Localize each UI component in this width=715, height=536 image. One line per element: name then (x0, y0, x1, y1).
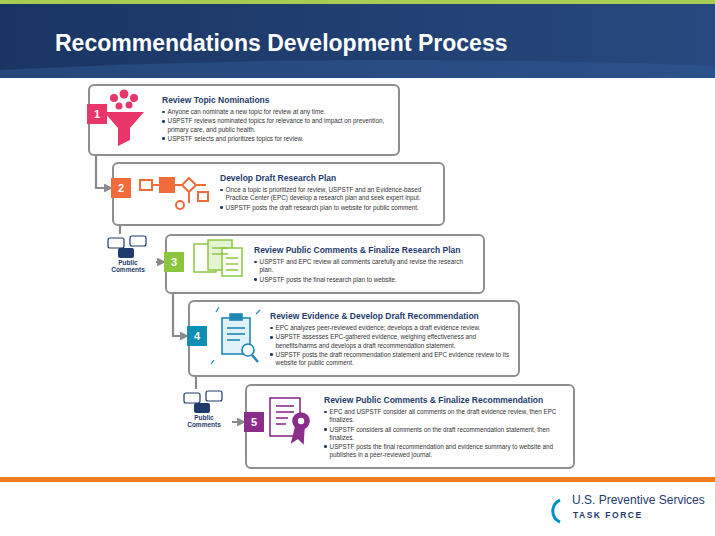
bullet-row: USPSTF and EPC review all comments caref… (254, 258, 475, 274)
bullet-text: USPSTF posts the final recommendation an… (330, 443, 565, 459)
bullet-text: USPSTF selects and prioritizes topics fo… (168, 135, 304, 143)
step-heading: Review Public Comments & Finalize Resear… (254, 245, 475, 255)
certificate-icon (270, 398, 309, 443)
bullet-dot (220, 189, 223, 192)
bullet-row: USPSTF considers all comments on the dra… (324, 426, 565, 442)
header-stripe (0, 0, 715, 4)
flow-connector (96, 156, 112, 188)
step-heading: Review Evidence & Develop Draft Recommen… (270, 311, 510, 321)
step-number: 5 (251, 417, 257, 428)
bullet-row: Anyone can nominate a new topic for revi… (162, 108, 390, 116)
documents-icon (194, 240, 242, 276)
evidence-icon (211, 307, 260, 364)
bullet-row: EPC and USPSTF consider all comments on … (324, 408, 565, 424)
bullet-text: USPSTF posts the draft recommendation st… (276, 351, 510, 367)
bullet-row: USPSTF posts the draft recommendation st… (270, 351, 510, 367)
bullet-text: USPSTF considers all comments on the dra… (330, 426, 565, 442)
header-bar (0, 0, 715, 78)
bullet-row: USPSTF posts the draft research plan to … (220, 204, 435, 212)
step-number-badge: 5 (244, 412, 264, 432)
bullet-text: Once a topic is prioritized for review, … (226, 186, 435, 202)
process-step-box: Review Public Comments & Finalize Recomm… (245, 384, 575, 469)
step-number-badge: 2 (111, 178, 131, 198)
funnel-icon (104, 90, 144, 147)
process-step-box: Review Public Comments & Finalize Resear… (165, 234, 485, 294)
bullet-row: USPSTF assesses EPC-gathered evidence, w… (270, 333, 510, 349)
bullet-row: USPSTF posts the final research plan to … (254, 276, 475, 284)
comment-bubbles-icon (104, 234, 152, 260)
step-number: 3 (171, 257, 177, 268)
bullet-dot (162, 111, 165, 114)
header-arc (0, 60, 715, 78)
process-step-box: Review Topic NominationsAnyone can nomin… (88, 84, 400, 156)
logo-mark (549, 494, 566, 528)
bullet-dot (324, 411, 327, 414)
flowchart-icon (140, 178, 208, 209)
flow-connector (173, 294, 188, 336)
bullet-dot (254, 278, 257, 281)
bullet-row: EPC analyzes peer-reviewed evidence; dev… (270, 324, 510, 332)
comment-bubbles-icon (180, 389, 228, 415)
process-step-box: Review Evidence & Develop Draft Recommen… (188, 300, 520, 377)
bullet-text: USPSTF assesses EPC-gathered evidence, w… (276, 333, 510, 349)
bullet-text: EPC analyzes peer-reviewed evidence; dev… (276, 324, 481, 332)
step-number-badge: 3 (164, 252, 184, 272)
bullet-row: USPSTF posts the final recommendation an… (324, 443, 565, 459)
bullet-text: USPSTF posts the final research plan to … (260, 276, 397, 284)
bullet-row: USPSTF reviews nominated topics for rele… (162, 117, 390, 133)
bullet-row: Once a topic is prioritized for review, … (220, 186, 435, 202)
bullet-dot (162, 120, 165, 123)
bullet-dot (254, 261, 257, 264)
bullet-dot (220, 206, 223, 209)
bullet-dot (270, 336, 273, 339)
logo-text: U.S. Preventive Services (572, 494, 712, 508)
bullet-text: Anyone can nominate a new topic for revi… (168, 108, 326, 116)
bullet-dot (270, 353, 273, 356)
bullet-dot (270, 327, 273, 330)
step-number-badge: 4 (187, 326, 207, 346)
logo-text: TASK FORCE (573, 511, 713, 521)
public-comments-label: Public Comments (100, 259, 156, 274)
bullet-text: USPSTF and EPC review all comments caref… (260, 258, 475, 274)
step-number: 1 (94, 109, 100, 120)
step-heading: Develop Draft Research Plan (220, 173, 435, 183)
bullet-text: EPC and USPSTF consider all comments on … (330, 408, 565, 424)
bullet-dot (324, 428, 327, 431)
bullet-text: USPSTF posts the draft research plan to … (226, 204, 419, 212)
step-number-badge: 1 (87, 104, 107, 124)
step-number: 2 (118, 183, 124, 194)
step-number: 4 (194, 331, 200, 342)
bullet-text: USPSTF reviews nominated topics for rele… (168, 117, 390, 133)
bullet-dot (162, 137, 165, 140)
bullet-dot (324, 445, 327, 448)
step-heading: Review Topic Nominations (162, 95, 390, 105)
step-heading: Review Public Comments & Finalize Recomm… (324, 395, 565, 405)
slide-title: Recommendations Development Process (55, 30, 507, 57)
process-step-box: Develop Draft Research PlanOnce a topic … (112, 162, 445, 226)
public-comments-label: Public Comments (176, 414, 232, 429)
footer-line (0, 477, 715, 482)
bullet-row: USPSTF selects and prioritizes topics fo… (162, 135, 390, 143)
